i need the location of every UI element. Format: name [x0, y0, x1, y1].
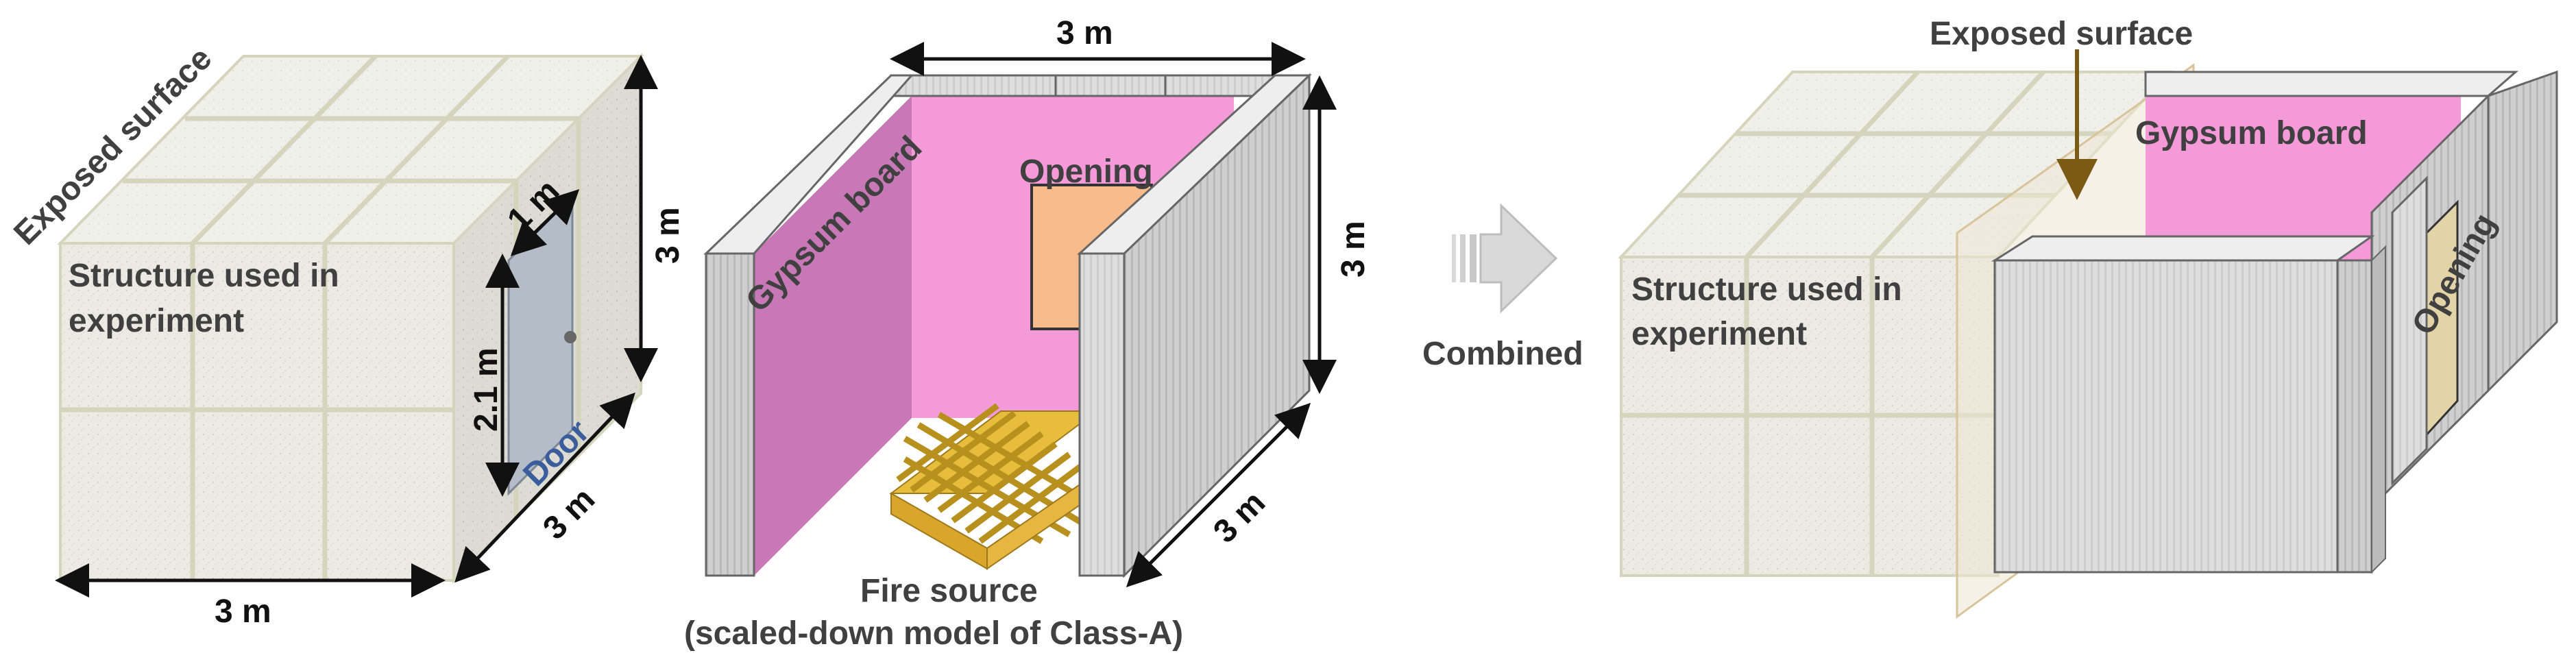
- fire-source-label-2: (scaled-down model of Class-A): [684, 615, 1183, 652]
- dim-middle-depth-label: 3 m: [1206, 484, 1272, 550]
- compartment-model: [703, 73, 1312, 578]
- middle-opening-label: Opening: [1019, 153, 1153, 190]
- right-structure-label-1: Structure used in: [1631, 271, 1902, 308]
- combined-back-rim: [2144, 71, 2518, 97]
- right-wall-front-edge: [1078, 252, 1126, 577]
- combined-right-wall-outer: [2487, 70, 2558, 393]
- dim-depth-line: [454, 392, 635, 583]
- dim-door-width-line: [510, 189, 580, 256]
- combined-structure: [1618, 63, 2558, 619]
- middle-dimensions: [890, 42, 1337, 588]
- left-wall-inner: [754, 96, 912, 576]
- combined-front-wall-edge: [2336, 259, 2373, 574]
- combined-partition: [2391, 175, 2428, 486]
- dim-middle-depth-line: [1126, 402, 1311, 588]
- cube-front-grid: [60, 243, 454, 580]
- right-exposed-surface-label: Exposed surface: [1930, 16, 2193, 52]
- left-dimensions: [55, 55, 658, 598]
- dim-top-label: 3 m: [1056, 15, 1113, 51]
- dim-right-label: 3 m: [1335, 221, 1372, 278]
- right-structure-label-2: experiment: [1631, 316, 1807, 352]
- left-wall-front-edge: [705, 252, 755, 577]
- combined-arrow: [1452, 203, 1558, 314]
- combined-label: Combined: [1422, 336, 1583, 372]
- dim-width-label: 3 m: [215, 593, 271, 630]
- left-structure-label-1: Structure used in: [69, 258, 339, 294]
- dim-door-height-label: 2.1 m: [468, 347, 505, 432]
- fire-source-crib: [889, 403, 1106, 570]
- left-structure-label-2: experiment: [69, 303, 244, 339]
- combined-front-wall-side: [2371, 245, 2386, 574]
- dim-height-label: 3 m: [650, 207, 686, 264]
- combined-front-wall-top: [1991, 235, 2375, 262]
- fire-source-label-1: Fire source: [860, 573, 1038, 609]
- back-wall-rim: [890, 74, 1304, 97]
- right-gypsum-label: Gypsum board: [2135, 115, 2368, 151]
- door-knob: [564, 331, 576, 343]
- dim-depth-label: 3 m: [536, 481, 602, 547]
- cube-top-grid: [123, 54, 580, 245]
- combined-front-wall: [1993, 259, 2339, 574]
